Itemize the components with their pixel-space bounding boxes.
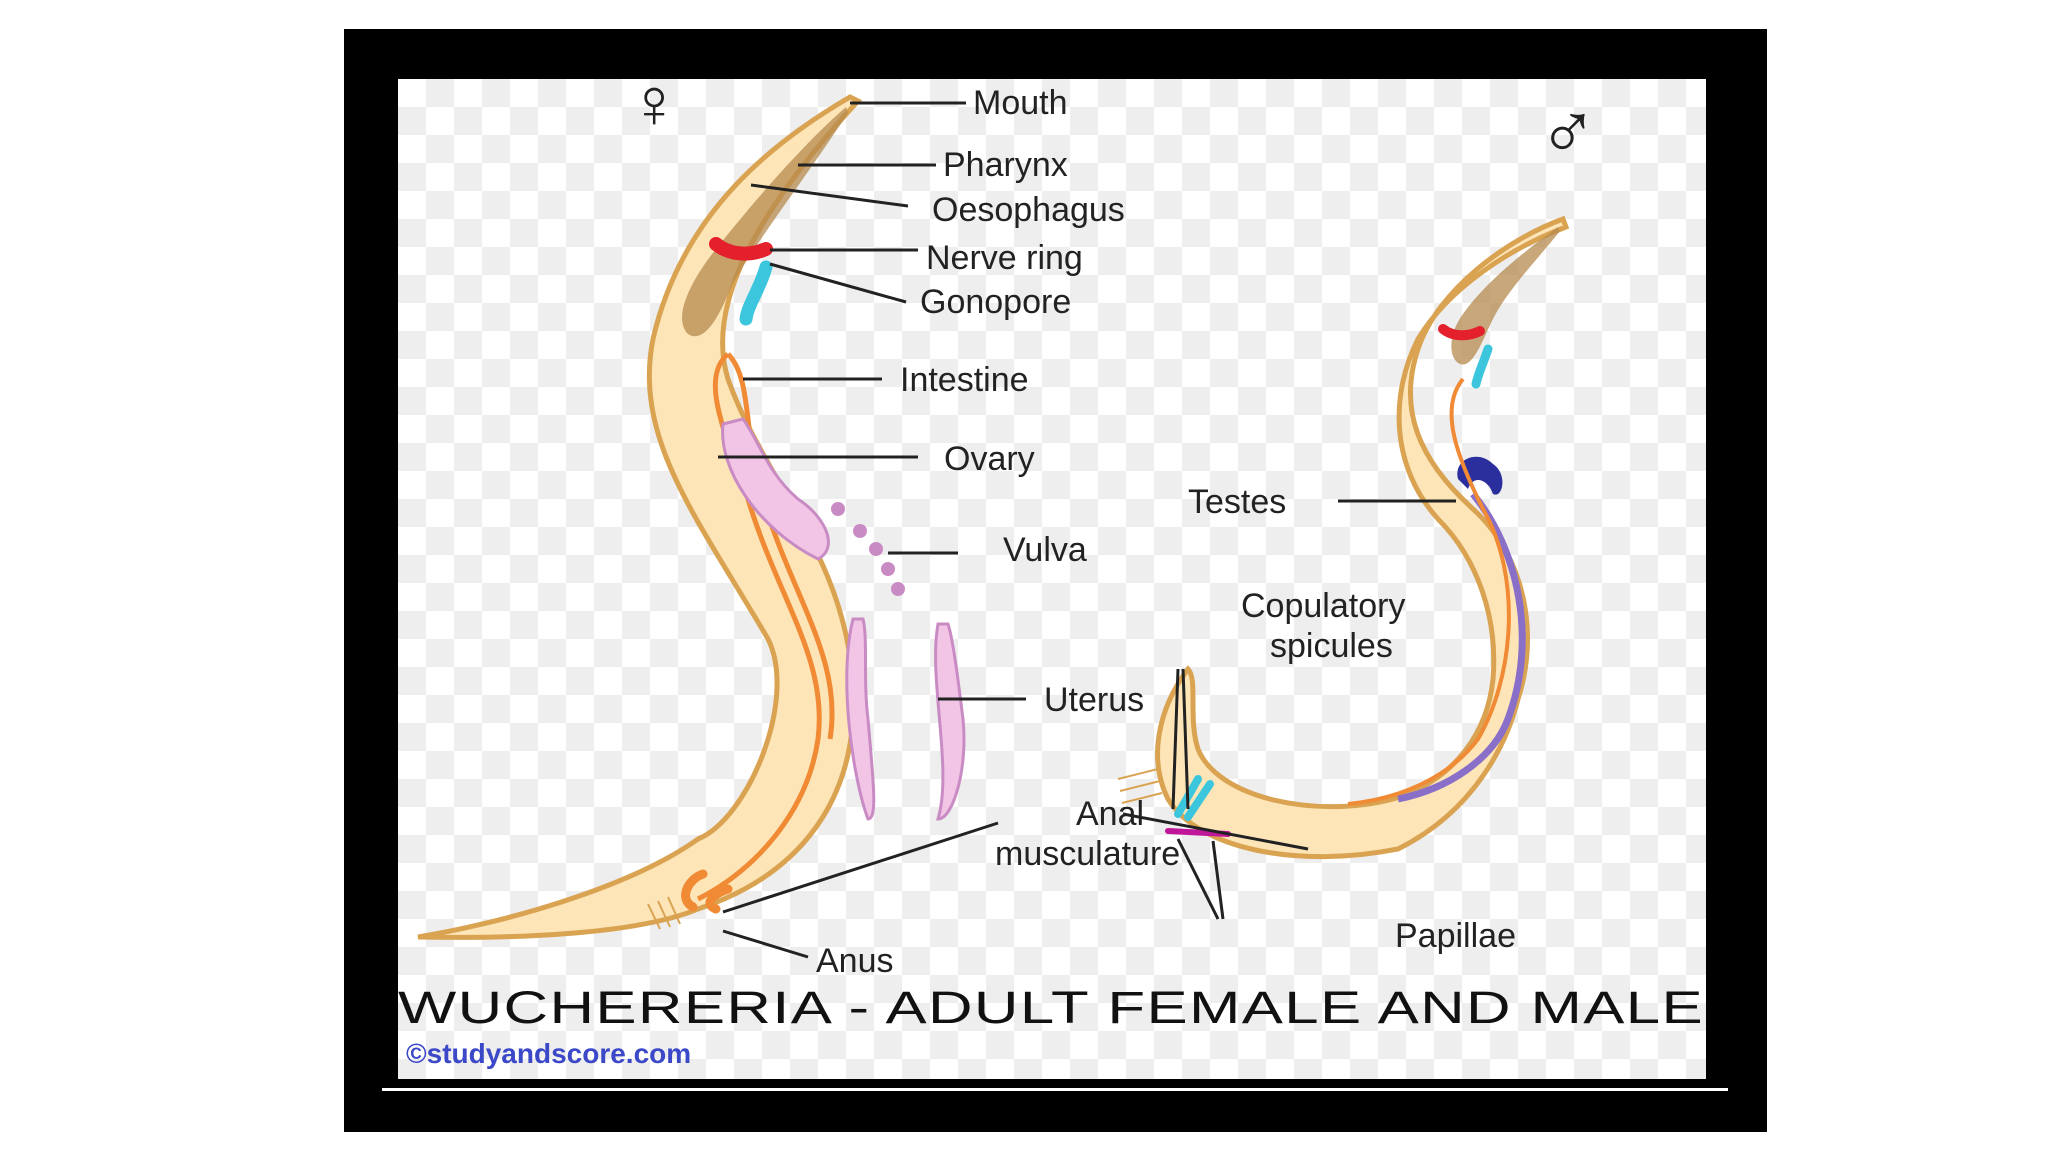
male-nerve-ring <box>1438 324 1485 341</box>
male-testes <box>1457 456 1503 495</box>
egg <box>831 502 845 516</box>
male-gonopore <box>1471 344 1493 389</box>
leader-spicules-1 <box>1171 668 1180 810</box>
label-intestine: Intestine <box>900 361 1029 399</box>
male-intestine <box>1347 377 1511 806</box>
leader-gonopore <box>769 262 907 304</box>
female-anal-musculature <box>647 896 681 930</box>
female-uterus-right <box>934 622 966 821</box>
male-body <box>1155 215 1570 860</box>
credit-text: ©studyandscore.com <box>406 1038 691 1069</box>
leader-oesophagus <box>750 183 909 208</box>
bottom-rule <box>382 1088 1728 1091</box>
female-intestine <box>696 352 822 902</box>
label-pharynx: Pharynx <box>943 146 1068 184</box>
leader-papillae-2 <box>1211 840 1225 920</box>
label-nerve-ring: Nerve ring <box>926 239 1083 277</box>
female-uterus-left <box>845 617 876 821</box>
male-papillae <box>1165 828 1231 837</box>
leader-papillae-1 <box>1176 838 1220 920</box>
label-anal: Anal <box>1076 795 1144 833</box>
female-anal-glands <box>681 869 733 914</box>
label-gonopore: Gonopore <box>920 283 1071 321</box>
leader-lines <box>718 101 1456 959</box>
diagram-panel: ♀ ♂ Mouth Pharynx Oesophagus Nerve ring … <box>398 79 1706 1079</box>
label-spicules: spicules <box>1270 627 1393 665</box>
female-symbol: ♀ <box>628 79 681 142</box>
female-gonopore <box>739 260 773 326</box>
label-oesophagus: Oesophagus <box>932 191 1125 229</box>
label-papillae: Papillae <box>1395 917 1516 955</box>
label-musculature: musculature <box>995 835 1180 873</box>
female-ovary <box>721 417 830 561</box>
female-worm <box>417 94 966 940</box>
label-mouth: Mouth <box>973 84 1068 122</box>
leader-spicules-2 <box>1181 668 1190 810</box>
label-uterus: Uterus <box>1044 681 1144 719</box>
female-nerve-ring <box>709 237 773 261</box>
label-vulva: Vulva <box>1003 531 1087 569</box>
egg <box>881 562 895 576</box>
leader-anus <box>722 929 809 959</box>
label-ovary: Ovary <box>944 440 1035 478</box>
egg <box>869 542 883 556</box>
diagram-title: WUCHERERIA - ADULT FEMALE AND MALE <box>398 982 1704 1033</box>
wuchereria-diagram: ♀ ♂ Mouth Pharynx Oesophagus Nerve ring … <box>398 79 1704 1069</box>
egg <box>891 582 905 596</box>
leader-anal-musculature-male <box>1122 812 1309 851</box>
egg <box>853 524 867 538</box>
male-anal-musculature <box>1117 768 1163 804</box>
male-symbol: ♂ <box>1538 87 1598 176</box>
label-anus: Anus <box>816 942 894 980</box>
label-copulatory: Copulatory <box>1241 587 1405 625</box>
label-testes: Testes <box>1188 483 1286 521</box>
leader-anal-musculature-female <box>722 821 999 914</box>
male-vas <box>1397 491 1526 803</box>
